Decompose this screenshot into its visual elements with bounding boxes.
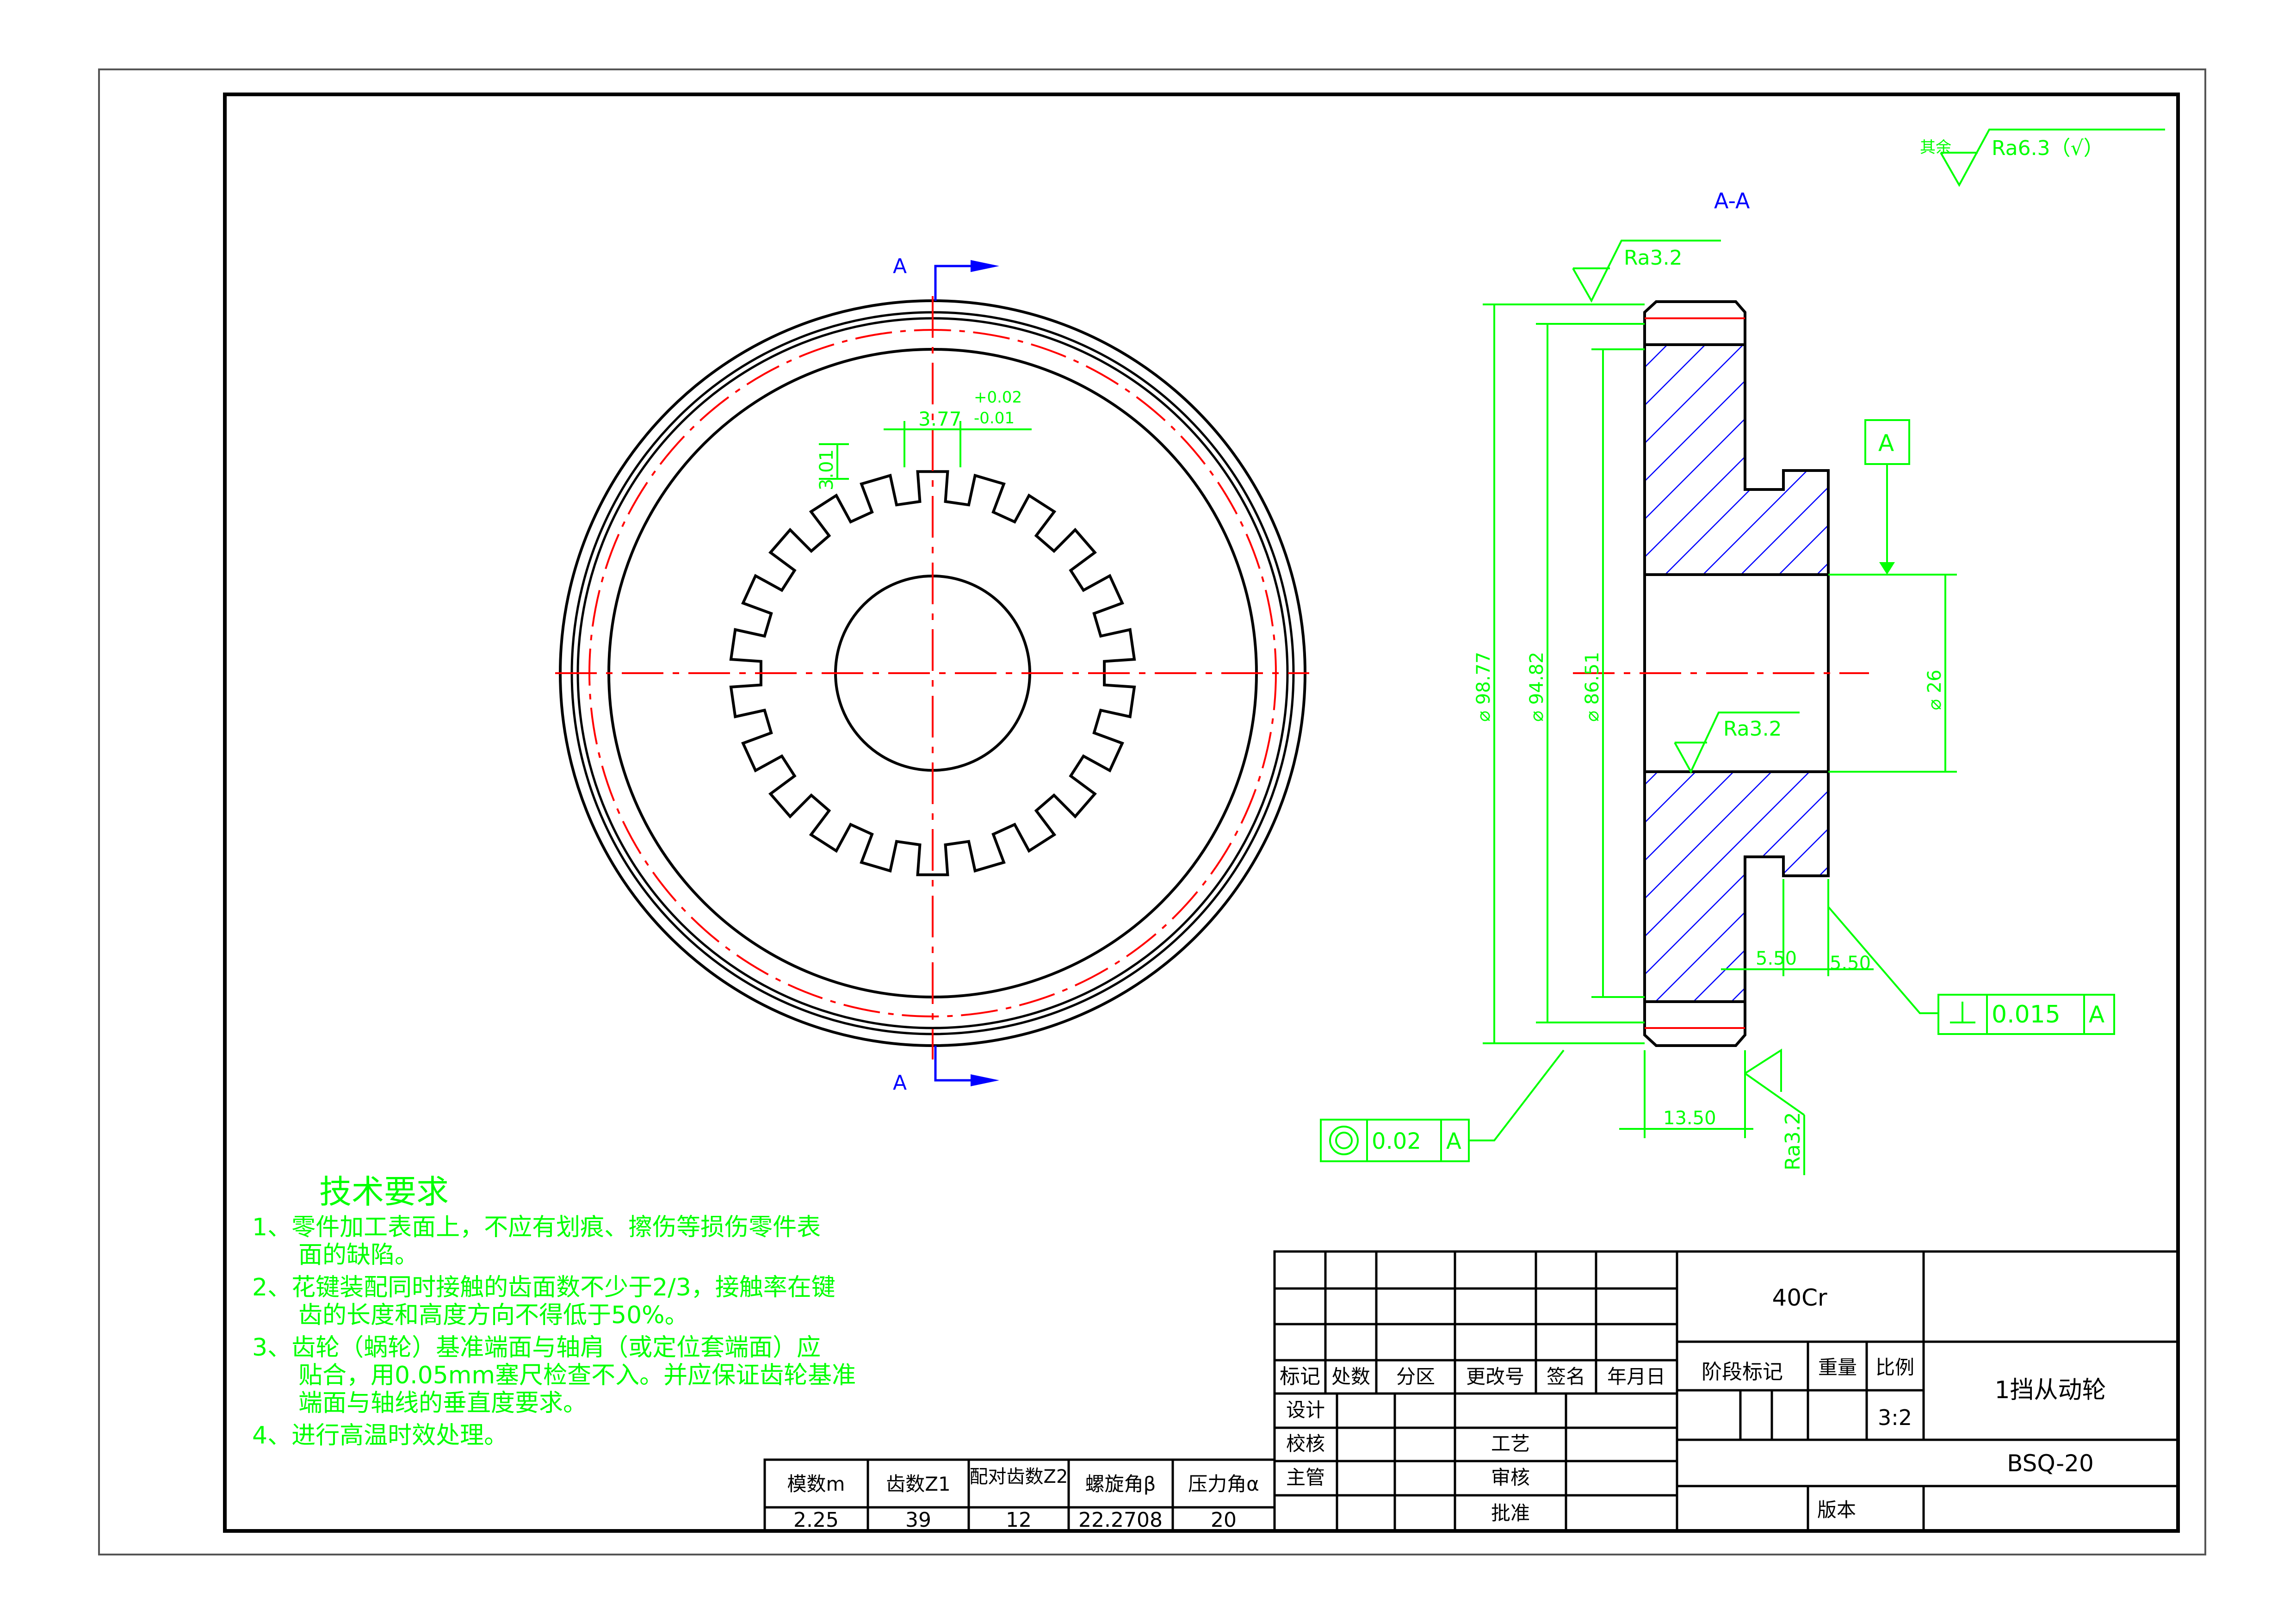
weight-label: 重量 xyxy=(1818,1356,1857,1379)
perp-value: 0.015 xyxy=(1992,1001,2061,1028)
table-value-teeth: 39 xyxy=(905,1508,931,1532)
dim-d4: ⌀ 26 xyxy=(1924,669,1945,710)
part-name: 1挡从动轮 xyxy=(1994,1376,2106,1404)
roughness-top: Ra3.2 xyxy=(1624,246,1683,270)
rev-header-count: 处数 xyxy=(1331,1365,1370,1388)
gear-table: 模数m 齿数Z1 配对齿数Z2 螺旋角β 压力角α 2.25 39 12 22.… xyxy=(763,1458,1276,1532)
table-value-pressure: 20 xyxy=(1211,1508,1237,1532)
tech-line-6: 贴合，用0.05mm塞尺检查不入。并应保证齿轮基准 xyxy=(298,1362,856,1389)
dim-d1: ⌀ 98.77 xyxy=(1473,652,1494,722)
spline-width-dim: 3.77 xyxy=(918,408,962,430)
section-view: A-A xyxy=(1320,129,2165,1175)
section-mark-top: A xyxy=(893,254,907,278)
title-block: 标记 处数 分区 更改号 签名 年月日 设计 校核 主管 工艺 审核 批准 40… xyxy=(1273,1250,2179,1532)
table-header-pressure: 压力角α xyxy=(1188,1473,1259,1495)
table-header-helix: 螺旋角β xyxy=(1085,1473,1156,1495)
roughness-bore: Ra3.2 xyxy=(1723,717,1782,741)
version-label: 版本 xyxy=(1817,1499,1856,1521)
gear-rim-top xyxy=(1643,300,1746,346)
section-arrow-bottom xyxy=(934,1046,990,1082)
drawing-number: BSQ-20 xyxy=(2007,1450,2094,1477)
tech-line-2: 面的缺陷。 xyxy=(298,1241,419,1269)
scale-label: 比例 xyxy=(1875,1356,1914,1379)
gear-rim-bottom xyxy=(1643,1000,1746,1047)
table-header-mating: 配对齿数Z2 xyxy=(970,1466,1068,1487)
front-view: A A 3.77 +0.02 -0.01 3.01 xyxy=(555,254,1309,1095)
tech-line-5: 3、齿轮（蜗轮）基准端面与轴肩（或定位套端面）应 xyxy=(252,1334,821,1362)
spline-bore xyxy=(729,470,1136,876)
rev-header-sign: 签名 xyxy=(1547,1365,1585,1388)
section-mark-bottom: A xyxy=(893,1071,907,1095)
tech-requirements: 技术要求 1、零件加工表面上，不应有划痕、擦伤等损伤零件表 面的缺陷。 2、花键… xyxy=(252,1173,856,1450)
rev-header-zone: 分区 xyxy=(1396,1365,1435,1388)
runout-datum: A xyxy=(1446,1128,1461,1154)
dim-w3: 13.50 xyxy=(1663,1108,1716,1129)
section-arrow-top xyxy=(934,265,990,301)
role-check: 校核 xyxy=(1286,1432,1325,1455)
scale-value: 3:2 xyxy=(1878,1405,1912,1430)
dim-d3: ⌀ 86.51 xyxy=(1582,652,1603,722)
role-process: 工艺 xyxy=(1491,1432,1530,1455)
rev-header-date: 年月日 xyxy=(1607,1365,1665,1388)
table-header-module: 模数m xyxy=(787,1473,845,1495)
section-view-title: A-A xyxy=(1714,188,1750,213)
hatched-lower xyxy=(1643,770,1830,1003)
tech-line-8: 4、进行高温时效处理。 xyxy=(252,1422,508,1450)
stage-label: 阶段标记 xyxy=(1702,1360,1783,1384)
roughness-other-label: 其余 xyxy=(1920,138,1951,157)
table-value-module: 2.25 xyxy=(793,1508,839,1532)
tech-title: 技术要求 xyxy=(319,1173,449,1211)
rev-header-mark: 标记 xyxy=(1280,1365,1320,1388)
outer-border xyxy=(98,68,2206,1555)
rev-header-change: 更改号 xyxy=(1466,1365,1524,1388)
table-header-teeth: 齿数Z1 xyxy=(886,1473,951,1495)
tech-line-4: 齿的长度和高度方向不得低于50%。 xyxy=(298,1301,689,1329)
table-value-helix: 22.2708 xyxy=(1078,1508,1163,1532)
dim-d2: ⌀ 94.82 xyxy=(1526,652,1547,722)
role-approve: 批准 xyxy=(1491,1502,1530,1524)
section-arrowhead-top xyxy=(971,260,999,272)
perp-datum: A xyxy=(2089,1001,2104,1028)
tech-line-7: 端面与轴线的垂直度要求。 xyxy=(298,1389,587,1417)
role-design: 设计 xyxy=(1286,1399,1325,1421)
spline-tol-upper: +0.02 xyxy=(974,388,1022,407)
roughness-face: Ra3.2 xyxy=(1781,1112,1805,1171)
runout-value: 0.02 xyxy=(1372,1128,1421,1154)
spline-height-dim: 3.01 xyxy=(816,449,837,490)
dim-w1: 5.50 xyxy=(1756,948,1797,969)
roughness-other-value: Ra6.3（√） xyxy=(1992,136,2104,160)
material: 40Cr xyxy=(1772,1284,1827,1311)
tech-line-1: 1、零件加工表面上，不应有划痕、擦伤等损伤零件表 xyxy=(252,1214,821,1241)
role-review: 审核 xyxy=(1491,1466,1530,1489)
spline-tol-lower: -0.01 xyxy=(974,409,1015,427)
datum-label: A xyxy=(1878,430,1894,457)
dim-w2: 5.50 xyxy=(1830,953,1871,974)
hatched-upper xyxy=(1643,343,1830,576)
section-arrowhead-bottom xyxy=(971,1074,999,1086)
tech-line-3: 2、花键装配同时接触的齿面数不少于2/3，接触率在键 xyxy=(252,1274,835,1301)
role-manager: 主管 xyxy=(1286,1466,1325,1489)
table-value-mating: 12 xyxy=(1006,1508,1032,1532)
bore-circle xyxy=(834,575,1031,772)
